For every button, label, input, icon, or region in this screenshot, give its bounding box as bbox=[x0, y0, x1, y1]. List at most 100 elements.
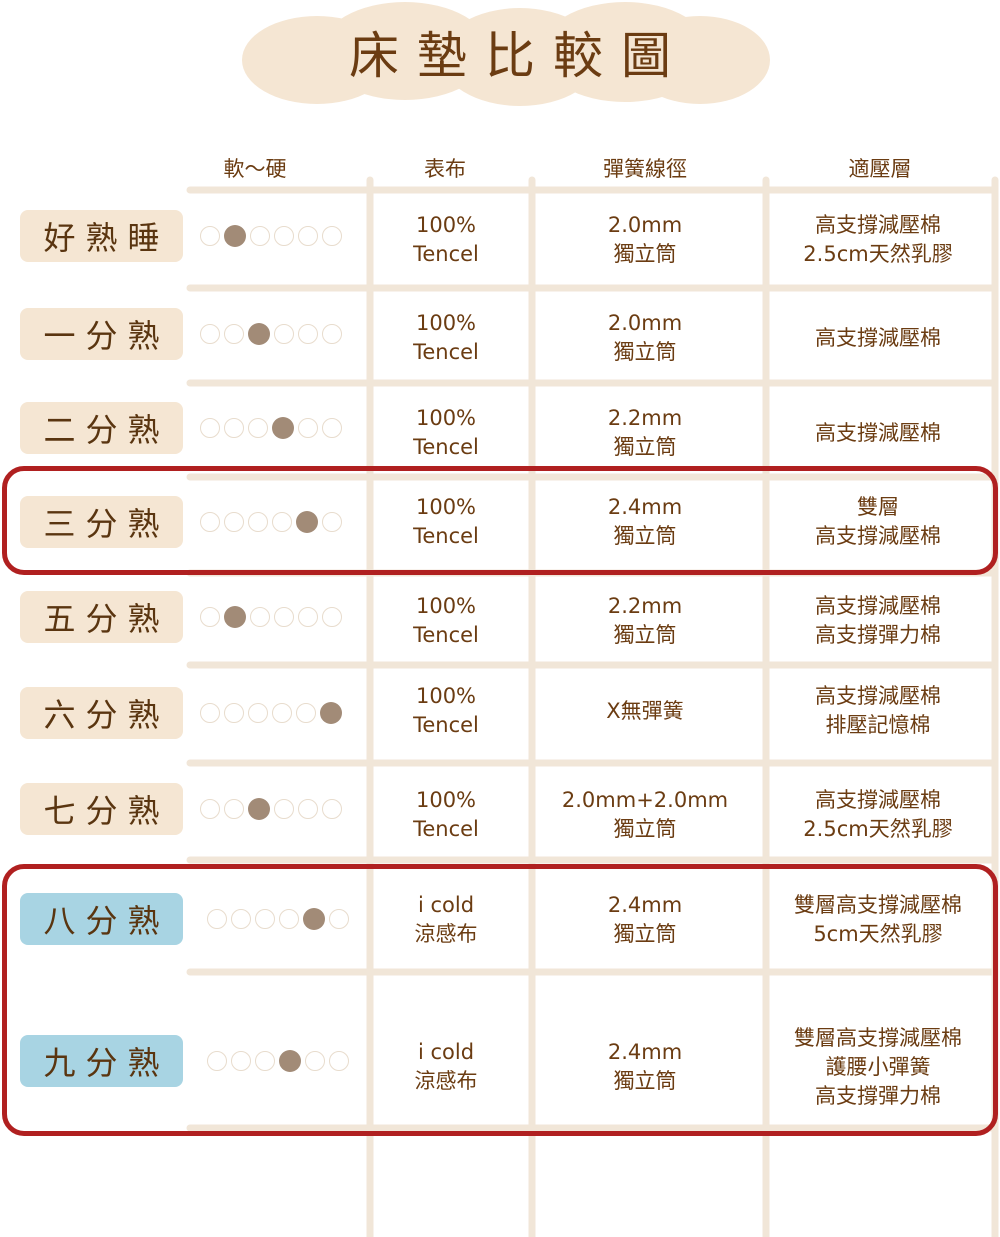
comfort-cell-line: 護腰小彈簧 bbox=[825, 1054, 931, 1079]
firmness-scale bbox=[200, 323, 342, 345]
spring-cell-line: 2.2mm bbox=[607, 406, 683, 430]
firmness-dot-filled bbox=[224, 606, 246, 628]
firmness-dot-filled bbox=[224, 225, 246, 247]
firmness-scale bbox=[200, 702, 342, 724]
spring-cell-line: 獨立筒 bbox=[613, 435, 677, 459]
spring-cell-line: 獨立筒 bbox=[613, 524, 677, 548]
fabric-cell-line: Tencel bbox=[413, 713, 479, 737]
firmness-dot-empty bbox=[305, 1051, 325, 1071]
fabric-cell-line: 100% bbox=[415, 213, 477, 237]
mattress-name-tag: 三分熟 bbox=[20, 496, 183, 548]
comfort-cell-line: 高支撐減壓棉 bbox=[815, 524, 941, 548]
fabric-cell: 100% Tencel bbox=[380, 682, 512, 740]
firmness-dot-empty bbox=[322, 324, 342, 344]
highlight-frame-bafenshu-jiufenshu bbox=[2, 864, 998, 1136]
comfort-cell-line: 高支撐減壓棉 bbox=[815, 788, 941, 812]
spring-cell-line: 獨立筒 bbox=[613, 242, 677, 266]
spring-cell: X無彈簧 bbox=[540, 697, 750, 726]
highlight-frame-sanfenshu bbox=[2, 466, 998, 575]
firmness-dot-empty bbox=[255, 1051, 275, 1071]
comfort-cell: 雙層高支撐減壓棉護腰小彈簧高支撐彈力棉 bbox=[772, 1024, 984, 1111]
firmness-dot-empty bbox=[322, 512, 342, 532]
fabric-cell: 100% Tencel bbox=[380, 786, 512, 844]
firmness-dot-empty bbox=[200, 418, 220, 438]
comfort-cell-line: 高支撐減壓棉 bbox=[815, 325, 941, 350]
firmness-dot-empty bbox=[255, 909, 275, 929]
spring-cell-line: 獨立筒 bbox=[613, 340, 677, 364]
spring-cell: 2.4mm 獨立筒 bbox=[540, 493, 750, 551]
firmness-dot-filled bbox=[320, 702, 342, 724]
firmness-dot-empty bbox=[200, 324, 220, 344]
comfort-cell-line: 雙層高支撐減壓棉 bbox=[794, 893, 962, 917]
header-fabric: 表布 bbox=[424, 157, 466, 181]
firmness-dot-empty bbox=[329, 909, 349, 929]
spring-cell-line: 2.0mm bbox=[607, 213, 683, 237]
firmness-dot-empty bbox=[200, 799, 220, 819]
fabric-cell-line: 100% bbox=[415, 594, 477, 618]
firmness-scale bbox=[200, 606, 342, 628]
firmness-dot-empty bbox=[224, 512, 244, 532]
comfort-cell-line: 高支撐減壓棉 bbox=[815, 420, 941, 445]
firmness-dot-empty bbox=[207, 1051, 227, 1071]
fabric-cell-line: 100% bbox=[415, 495, 477, 519]
fabric-cell-line: Tencel bbox=[413, 817, 479, 841]
spring-cell-line: 2.4mm bbox=[607, 495, 683, 519]
firmness-dot-empty bbox=[298, 607, 318, 627]
firmness-dot-empty bbox=[224, 799, 244, 819]
firmness-dot-empty bbox=[274, 324, 294, 344]
fabric-cell-line: 100% bbox=[415, 406, 477, 430]
firmness-dot-empty bbox=[248, 703, 268, 723]
fabric-cell-line: Tencel bbox=[413, 623, 479, 647]
firmness-dot-empty bbox=[200, 512, 220, 532]
firmness-dot-empty bbox=[200, 226, 220, 246]
firmness-scale bbox=[200, 798, 342, 820]
spring-cell-line: 獨立筒 bbox=[613, 922, 677, 946]
firmness-dot-empty bbox=[250, 607, 270, 627]
fabric-cell-line: 涼感布 bbox=[414, 922, 478, 946]
firmness-dot-empty bbox=[296, 703, 316, 723]
fabric-cell-line: Tencel bbox=[413, 340, 479, 364]
fabric-cell-line: Tencel bbox=[413, 435, 479, 459]
firmness-scale bbox=[207, 1050, 349, 1072]
spring-cell-line: 獨立筒 bbox=[613, 1069, 677, 1093]
spring-cell-line: X無彈簧 bbox=[606, 698, 684, 723]
fabric-cell: 100%Tencel bbox=[380, 493, 512, 551]
fabric-cell-line: 100% bbox=[415, 788, 477, 812]
comfort-cell: 高支撐減壓棉排壓記憶棉 bbox=[772, 682, 984, 740]
comfort-cell-line: 高支撐減壓棉 bbox=[815, 213, 941, 237]
fabric-cell-line: Tencel bbox=[413, 242, 479, 266]
comfort-cell: 雙層高支撐減壓棉 bbox=[772, 493, 984, 551]
firmness-dot-empty bbox=[272, 703, 292, 723]
comfort-cell-line: 雙層高支撐減壓棉 bbox=[794, 1025, 962, 1050]
comfort-cell: 高支撐減壓棉 bbox=[772, 419, 984, 448]
firmness-dot-empty bbox=[322, 418, 342, 438]
firmness-scale bbox=[200, 417, 342, 439]
firmness-scale bbox=[207, 908, 349, 930]
fabric-cell: 100% Tencel bbox=[380, 211, 512, 269]
firmness-dot-empty bbox=[298, 226, 318, 246]
header-spring: 彈簧線徑 bbox=[603, 157, 687, 181]
firmness-dot-filled bbox=[296, 511, 318, 533]
firmness-dot-filled bbox=[272, 417, 294, 439]
fabric-cell-line: i cold bbox=[417, 1040, 475, 1064]
firmness-dot-filled bbox=[279, 1050, 301, 1072]
fabric-cell: 100% Tencel bbox=[380, 592, 512, 650]
fabric-cell-line: 100% bbox=[415, 684, 477, 708]
comfort-cell-line: 高支撐彈力棉 bbox=[815, 623, 941, 647]
firmness-dot-filled bbox=[248, 323, 270, 345]
comfort-cell-line: 高支撐減壓棉 bbox=[815, 684, 941, 708]
firmness-dot-empty bbox=[298, 418, 318, 438]
firmness-dot-empty bbox=[200, 703, 220, 723]
comfort-cell-line: 雙層 bbox=[857, 495, 899, 519]
firmness-dot-filled bbox=[248, 798, 270, 820]
comfort-cell-line: 高支撐彈力棉 bbox=[815, 1083, 941, 1108]
